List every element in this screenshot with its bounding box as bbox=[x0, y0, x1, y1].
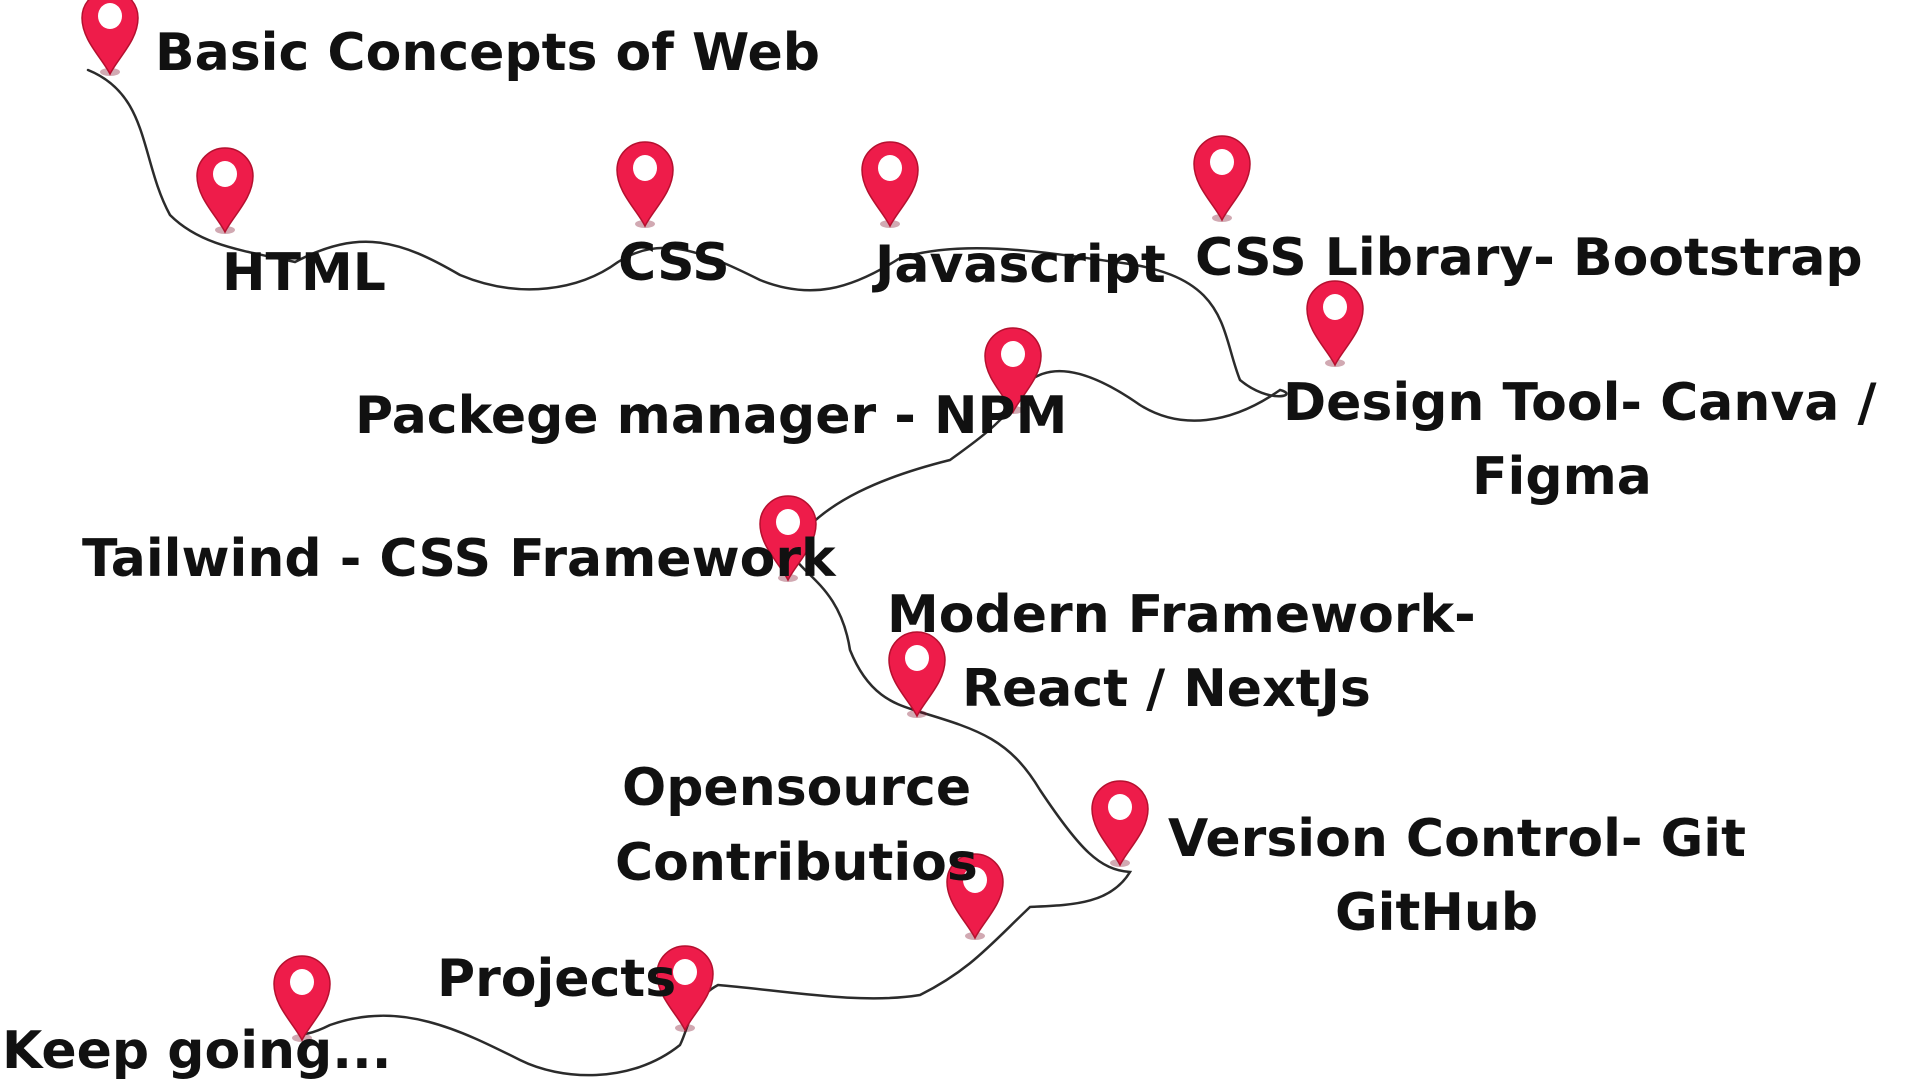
stop-label: Opensource bbox=[622, 758, 971, 818]
map-pin-icon bbox=[196, 147, 254, 235]
stop-label: Basic Concepts of Web bbox=[155, 23, 820, 83]
stop-design-tool: Design Tool- Canva / Figma bbox=[1283, 280, 1876, 507]
stop-bootstrap: CSS Library- Bootstrap bbox=[1193, 135, 1863, 288]
stop-label: Packege manager - NPM bbox=[355, 386, 1067, 446]
stop-label-line2: GitHub bbox=[1335, 883, 1538, 943]
stop-label: CSS Library- Bootstrap bbox=[1195, 228, 1863, 288]
stop-css: CSS bbox=[616, 141, 730, 293]
stop-label: Javascript bbox=[872, 235, 1166, 295]
stop-modern-framework: Modern Framework- React / NextJs bbox=[887, 585, 1476, 719]
stop-tailwind: Tailwind - CSS Framework bbox=[82, 495, 837, 589]
map-pin-icon bbox=[616, 141, 674, 229]
stop-label: Projects bbox=[437, 949, 676, 1009]
stop-basic-concepts: Basic Concepts of Web bbox=[81, 0, 820, 83]
stop-label-line2: React / NextJs bbox=[962, 659, 1371, 719]
stop-label-line2: Contributios bbox=[615, 833, 978, 893]
stop-javascript: Javascript bbox=[861, 141, 1166, 295]
map-pin-icon bbox=[1091, 780, 1149, 868]
stop-keep-going: Keep going... bbox=[2, 955, 392, 1080]
stop-label: HTML bbox=[222, 243, 386, 303]
map-pin-icon bbox=[1306, 280, 1364, 368]
stop-label: CSS bbox=[618, 233, 730, 293]
stop-label: Design Tool- Canva / bbox=[1283, 373, 1876, 433]
stop-label: Tailwind - CSS Framework bbox=[82, 529, 837, 589]
stop-label: Modern Framework- bbox=[887, 585, 1476, 645]
map-pin-icon bbox=[861, 141, 919, 229]
route-path bbox=[86, 68, 1288, 1077]
map-pin-icon bbox=[81, 0, 139, 77]
stop-npm: Packege manager - NPM bbox=[355, 327, 1067, 446]
stop-version-control: Version Control- Git GitHub bbox=[1091, 780, 1746, 943]
stop-label-line2: Figma bbox=[1472, 447, 1652, 507]
stop-label: Keep going... bbox=[2, 1021, 392, 1080]
stop-label: Version Control- Git bbox=[1168, 809, 1746, 869]
stop-projects: Projects bbox=[437, 945, 714, 1033]
stop-html: HTML bbox=[196, 147, 386, 303]
map-pin-icon bbox=[1193, 135, 1251, 223]
stop-opensource: Opensource Contributios bbox=[615, 758, 1004, 941]
